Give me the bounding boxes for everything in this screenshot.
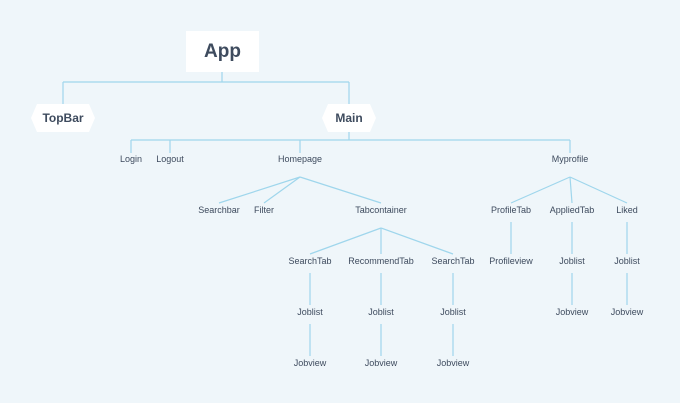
node-login: Login — [119, 154, 143, 164]
node-searchbar: Searchbar — [198, 205, 240, 215]
node-logout: Logout — [156, 154, 184, 164]
node-homepage: Homepage — [277, 154, 323, 164]
connector — [510, 176, 571, 204]
node-app: App — [186, 31, 259, 72]
node-profiletab: ProfileTab — [490, 205, 532, 215]
connector — [263, 176, 301, 204]
node-joblist-liked: Joblist — [614, 256, 640, 266]
node-filter: Filter — [254, 205, 274, 215]
node-liked: Liked — [616, 205, 638, 215]
node-jobview-applied: Jobview — [555, 307, 589, 317]
node-profileview: Profileview — [489, 256, 533, 266]
node-tabcontainer: Tabcontainer — [355, 205, 407, 215]
node-appliedtab: AppliedTab — [549, 205, 595, 215]
node-jobview-liked: Jobview — [610, 307, 644, 317]
node-myprofile: Myprofile — [551, 154, 589, 164]
connector — [309, 227, 382, 255]
connector — [299, 176, 382, 204]
node-joblist-3: Joblist — [440, 307, 466, 317]
node-searchtab-2: SearchTab — [431, 256, 475, 266]
connector — [218, 176, 301, 204]
connector — [380, 227, 454, 255]
node-joblist-1: Joblist — [297, 307, 323, 317]
node-joblist-applied: Joblist — [559, 256, 585, 266]
node-topbar: TopBar — [31, 104, 95, 132]
connector — [569, 176, 573, 204]
node-main: Main — [322, 104, 376, 132]
connector — [569, 176, 628, 204]
node-searchtab-1: SearchTab — [288, 256, 332, 266]
node-joblist-2: Joblist — [368, 307, 394, 317]
node-jobview-3: Jobview — [436, 358, 470, 368]
node-jobview-2: Jobview — [364, 358, 398, 368]
node-recommendtab: RecommendTab — [348, 256, 414, 266]
node-jobview-1: Jobview — [293, 358, 327, 368]
